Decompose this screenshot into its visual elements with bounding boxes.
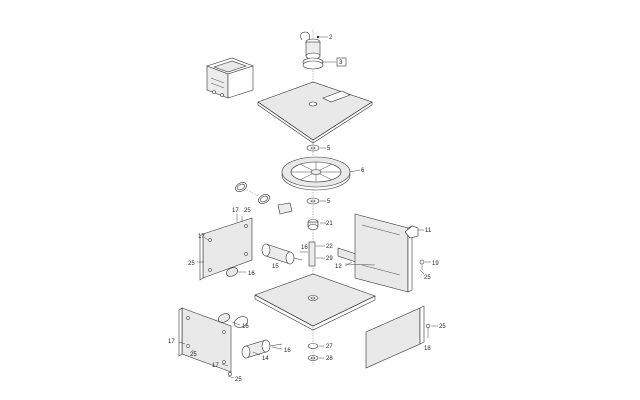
callout-27: 27: [326, 344, 333, 350]
callout-16-a: 16: [248, 271, 255, 277]
callout-25-a: 25: [244, 208, 251, 214]
callout-28: 28: [326, 356, 333, 362]
callout-25-e: 25: [190, 352, 197, 358]
leader-lines: [178, 214, 425, 379]
part-top-knob: [300, 31, 328, 70]
callout-17-a: 17: [232, 208, 239, 214]
part-3-box: [322, 57, 347, 67]
washer-lower: [306, 197, 326, 205]
left-lower-panel: [178, 307, 232, 376]
right-lower-panel: [365, 305, 438, 369]
left-upper-panel: [199, 217, 253, 281]
bushing-21: [307, 219, 326, 230]
callout-11: 11: [425, 228, 432, 234]
callout-29: 29: [326, 256, 333, 262]
wheel-disc: [281, 156, 361, 191]
callout-21: 21: [326, 221, 333, 227]
callout-12: 12: [335, 264, 342, 270]
shaft-assembly: [300, 241, 325, 267]
control-box-inset: [206, 57, 254, 99]
callout-25-f: 25: [235, 377, 242, 383]
bottom-plate: [254, 273, 376, 331]
screw-19: [419, 259, 431, 270]
washers-bottom: [307, 343, 324, 361]
callout-3: 3: [339, 60, 343, 66]
callout-22: 22: [326, 244, 333, 250]
rings-upper: [235, 182, 293, 215]
callout-15: 15: [272, 264, 279, 270]
callout-25-d: 25: [439, 324, 446, 330]
callout-19: 19: [432, 261, 439, 267]
lower-components: [218, 313, 283, 359]
motor-15: [226, 243, 303, 277]
callout-14: 14: [262, 356, 269, 362]
callout-16-c: 16: [242, 324, 249, 330]
callout-2: 2: [329, 35, 333, 41]
callout-25-c: 25: [424, 275, 431, 281]
callout-6: 6: [361, 168, 365, 174]
callout-labels: 2 3 5 6 5 21 11 17 25 17 25 16 15 16 22 …: [168, 35, 446, 383]
callout-5-lower: 5: [327, 199, 331, 205]
callout-17-c: 17: [168, 339, 175, 345]
callout-16-d: 16: [284, 348, 291, 354]
callout-17-b: 17: [198, 234, 205, 240]
callout-17-d: 17: [212, 363, 219, 369]
top-plate: [257, 81, 373, 144]
washer-upper: [306, 144, 326, 152]
callout-16-b: 16: [301, 245, 308, 251]
right-upper-panel: [354, 213, 424, 293]
callout-25-b: 25: [188, 261, 195, 267]
callout-18: 18: [424, 346, 431, 352]
callout-5-upper: 5: [327, 146, 331, 152]
